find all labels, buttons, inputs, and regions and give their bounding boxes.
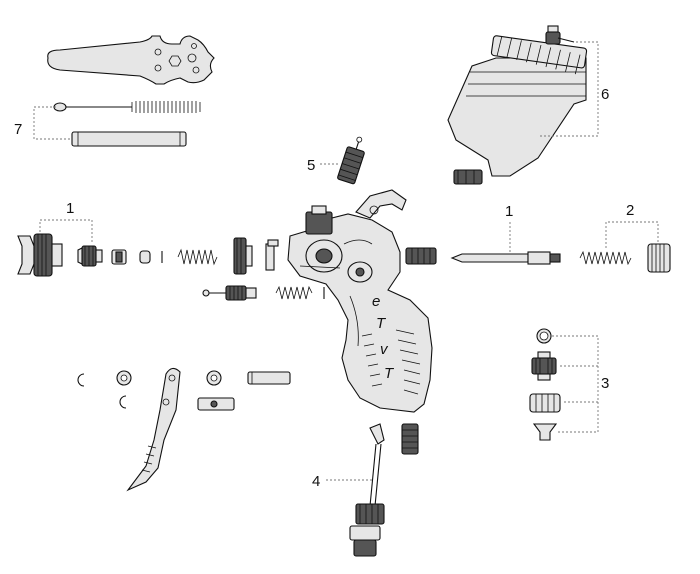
tool-cylinder bbox=[71, 131, 187, 147]
trigger-stud bbox=[197, 397, 235, 411]
washer-1 bbox=[116, 370, 132, 386]
fluid-needle bbox=[450, 251, 561, 265]
body-letter-t1: T bbox=[376, 315, 387, 332]
callout-5: 5 bbox=[307, 157, 315, 174]
leader-2 bbox=[605, 221, 659, 248]
body-letter-v: v bbox=[380, 341, 389, 358]
air-inlet-fitting bbox=[401, 423, 419, 455]
washer-2 bbox=[206, 370, 222, 386]
air-valve-spring bbox=[275, 285, 313, 300]
spray-gun-body: e T v T bbox=[287, 205, 433, 413]
e-clip-1 bbox=[77, 373, 85, 387]
leader-7 bbox=[33, 106, 72, 140]
air-valve-stem bbox=[202, 285, 257, 301]
callout-1-left: 1 bbox=[66, 200, 74, 217]
cleaning-brush bbox=[53, 101, 201, 113]
packing-seal bbox=[265, 239, 279, 271]
distribution-ring bbox=[111, 249, 127, 265]
trigger-hook bbox=[355, 189, 407, 219]
trigger-pivot-pin bbox=[247, 371, 291, 385]
air-cap bbox=[17, 233, 63, 277]
callout-7: 7 bbox=[14, 121, 22, 138]
adjustment-knob bbox=[647, 243, 671, 273]
needle-spring bbox=[177, 248, 218, 266]
callout-4: 4 bbox=[312, 473, 320, 490]
needle-spring-right bbox=[579, 250, 632, 266]
needle-guide bbox=[405, 247, 437, 265]
body-letter-e: e bbox=[372, 293, 380, 310]
e-clip-2 bbox=[119, 395, 127, 409]
spreader-knob bbox=[529, 393, 561, 413]
leader-3 bbox=[552, 335, 599, 433]
callout-3: 3 bbox=[601, 375, 609, 392]
leader-1-left bbox=[39, 219, 93, 244]
callout-6: 6 bbox=[601, 86, 609, 103]
trigger bbox=[126, 367, 181, 492]
fluid-nozzle bbox=[77, 245, 103, 267]
air-inlet-tube bbox=[349, 423, 385, 557]
cup-lid-vent bbox=[545, 25, 575, 45]
strainer-filter bbox=[337, 136, 365, 185]
packing-nut bbox=[233, 237, 253, 275]
paint-cup bbox=[447, 35, 588, 185]
o-ring bbox=[536, 328, 552, 344]
callout-1-right: 1 bbox=[505, 203, 513, 220]
callout-2: 2 bbox=[626, 202, 634, 219]
leader-6 bbox=[540, 41, 599, 137]
spreader-screw bbox=[532, 423, 558, 441]
spreader-valve-body bbox=[531, 351, 557, 381]
body-letter-t2: T bbox=[384, 365, 395, 382]
multi-wrench-tool bbox=[47, 35, 215, 85]
nozzle-seal bbox=[139, 250, 151, 264]
